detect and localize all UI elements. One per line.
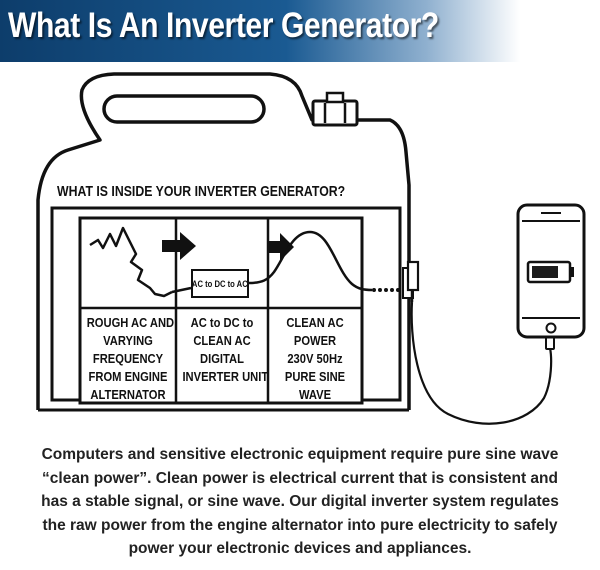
battery-icon xyxy=(526,260,574,284)
stage-line: FREQUENCY xyxy=(92,351,164,366)
description-line: power your electronic devices and applia… xyxy=(128,540,472,557)
banner-background xyxy=(0,0,520,62)
chip-label: AC to DC to AC xyxy=(192,278,248,289)
description-line: has a stable signal, or sine wave. Our d… xyxy=(41,493,559,510)
stage-line: POWER xyxy=(293,333,337,348)
stage-line: VARYING xyxy=(103,333,153,348)
handle-opening xyxy=(102,94,266,124)
description-line: Computers and sensitive electronic equip… xyxy=(41,446,559,463)
charging-cable xyxy=(410,301,553,425)
inverter-chip: AC to DC to AC xyxy=(191,269,249,298)
stage-rough-ac: ROUGH AC AND VARYING FREQUENCY FROM ENGI… xyxy=(80,314,176,404)
plug-icon xyxy=(406,260,420,302)
stage-line: ROUGH AC AND xyxy=(86,315,175,330)
stage-line: WAVE xyxy=(298,387,332,402)
generator-body xyxy=(36,72,411,410)
clean-sine-wave xyxy=(248,230,373,292)
stage-line: ALTERNATOR xyxy=(90,387,166,402)
fuel-cap-icon xyxy=(311,91,359,127)
stage-inverter-unit: AC to DC to CLEAN AC DIGITAL INVERTER UN… xyxy=(176,314,268,386)
description-paragraph: Computers and sensitive electronic equip… xyxy=(14,443,586,561)
inside-title: WHAT IS INSIDE YOUR INVERTER GENERATOR? xyxy=(57,183,346,200)
stage-line: INVERTER UNIT xyxy=(182,369,269,384)
rough-ac-wave xyxy=(89,226,173,298)
arrow-right-icon xyxy=(162,232,196,260)
generator-illustration xyxy=(36,72,586,425)
stage-line: AC to DC to xyxy=(190,315,254,330)
stage-line: FROM ENGINE xyxy=(88,369,168,384)
stages-panel xyxy=(78,216,364,405)
description-line: “clean power”. Clean power is electrical… xyxy=(42,469,558,487)
output-dots xyxy=(372,288,400,292)
arrow-right-icon xyxy=(268,233,294,261)
stage-clean-ac: CLEAN AC POWER 230V 50Hz PURE SINE WAVE xyxy=(268,314,362,404)
stage-line: CLEAN AC xyxy=(193,333,251,348)
stage-line: 230V 50Hz xyxy=(287,351,343,366)
title-banner: What Is An Inverter Generator? xyxy=(0,0,520,62)
description-line: the raw power from the engine alternator… xyxy=(42,516,558,534)
stage-line: PURE SINE xyxy=(284,369,346,384)
page-title: What Is An Inverter Generator? xyxy=(8,6,439,45)
stage-line: DIGITAL xyxy=(200,351,244,366)
stage-line: CLEAN AC xyxy=(286,315,344,330)
